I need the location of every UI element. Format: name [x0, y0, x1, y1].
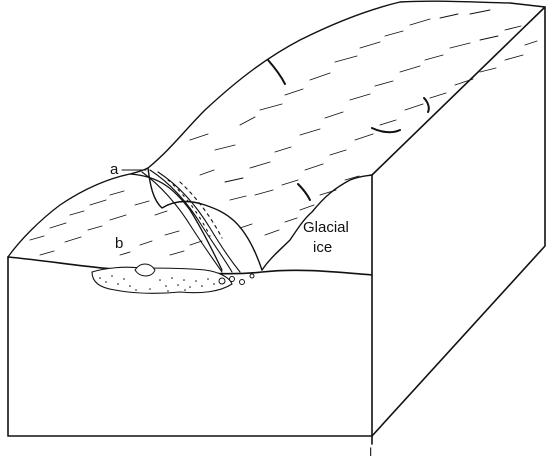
- label-glacial-ice-line2: ice: [313, 239, 332, 256]
- block-outline: [8, 7, 545, 444]
- label-b: b: [115, 235, 123, 252]
- medial-moraine: [142, 170, 240, 272]
- ice-texture: [30, 10, 537, 255]
- label-glacial-ice-line1: Glacial: [303, 219, 349, 236]
- label-bottom-mark: I: [369, 445, 372, 459]
- label-a: a: [110, 161, 119, 178]
